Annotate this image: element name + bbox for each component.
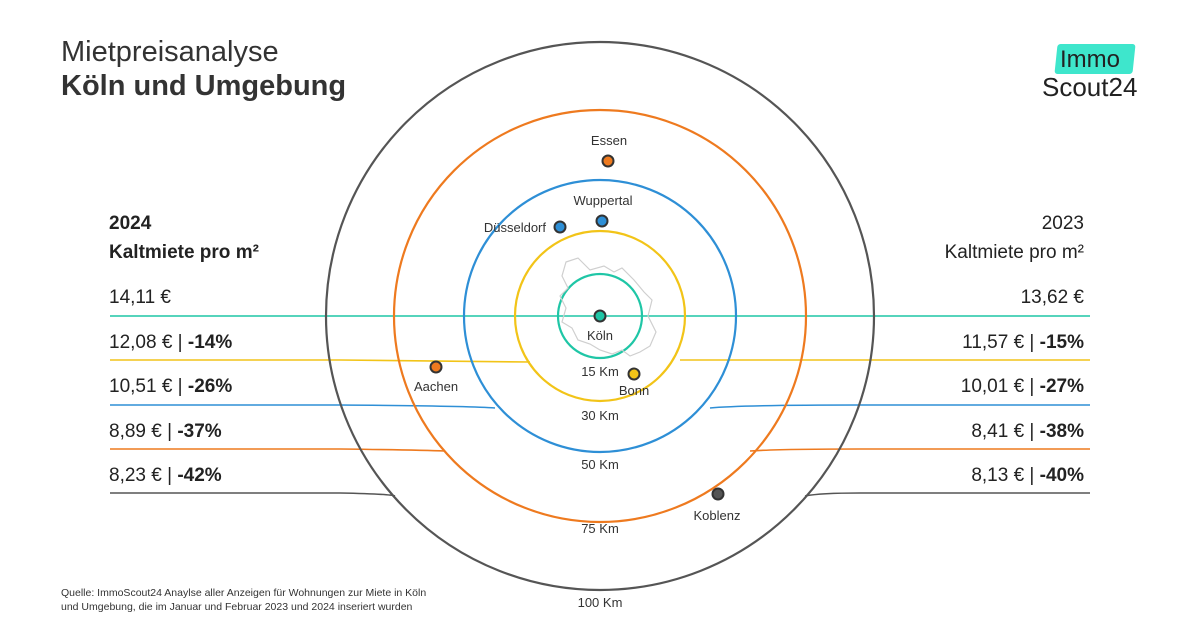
page-subtitle: Köln und Umgebung xyxy=(61,70,347,102)
ring-30km xyxy=(513,229,687,403)
city-duesseldorf-dot xyxy=(553,220,567,234)
ring-label-100km: 100 Km xyxy=(578,595,623,610)
left-price-75km: 8,23 € | xyxy=(109,465,178,486)
left-value-50km: 8,89 € | -37% xyxy=(109,421,222,443)
city-koblenz-label: Koblenz xyxy=(694,508,741,523)
left-price-koeln: 14,11 € xyxy=(109,287,171,308)
right-value-50km: 8,41 € | -38% xyxy=(784,421,1084,443)
city-wuppertal: Wuppertal xyxy=(573,193,633,228)
koeln-outline-shape xyxy=(559,257,657,357)
ring-label-30km: 30 Km xyxy=(581,408,619,423)
city-essen-label: Essen xyxy=(591,133,627,148)
city-wuppertal-dot xyxy=(595,214,609,228)
city-essen-dot xyxy=(601,154,615,168)
ring-100km xyxy=(324,40,876,592)
source-note: Quelle: ImmoScout24 Anaylse aller Anzeig… xyxy=(61,586,501,614)
logo-scout-text: Scout24 xyxy=(1042,72,1138,102)
left-price-15km: 12,08 € | xyxy=(109,332,188,353)
page-title: Mietpreisanalyse xyxy=(61,36,279,68)
ring-label-50km: 50 Km xyxy=(581,457,619,472)
city-koblenz: Koblenz xyxy=(694,487,741,523)
city-essen: Essen xyxy=(591,133,627,168)
right-pct-15km: -15% xyxy=(1039,332,1084,353)
left-value-75km: 8,23 € | -42% xyxy=(109,465,222,487)
right-price-15km: 11,57 € | xyxy=(962,332,1040,353)
city-markers: Köln Bonn Düsseldorf Wuppertal Aachen Es… xyxy=(414,133,741,523)
distance-rings xyxy=(324,40,876,592)
right-pct-30km: -27% xyxy=(1039,376,1084,397)
right-value-koeln: 13,62 € xyxy=(784,287,1084,309)
left-value-koeln: 14,11 € xyxy=(109,287,171,309)
price-lines xyxy=(110,315,1090,497)
left-value-30km: 10,51 € | -26% xyxy=(109,376,232,398)
price-line-30km xyxy=(110,404,1090,409)
city-aachen-label: Aachen xyxy=(414,379,458,394)
ring-label-15km: 15 Km xyxy=(581,364,619,379)
ring-15km xyxy=(556,272,644,360)
right-price-koeln: 13,62 € xyxy=(1020,287,1084,308)
city-koeln-label: Köln xyxy=(587,328,613,343)
ring-75km xyxy=(392,108,808,524)
left-pct-50km: -37% xyxy=(177,421,222,442)
city-bonn: Bonn xyxy=(619,367,649,398)
left-pct-30km: -26% xyxy=(187,376,233,397)
right-year-heading: 2023 xyxy=(1041,213,1084,234)
right-value-30km: 10,01 € | -27% xyxy=(784,376,1084,398)
city-duesseldorf: Düsseldorf xyxy=(484,220,567,235)
right-pct-75km: -40% xyxy=(1039,465,1084,486)
price-line-50km xyxy=(110,448,1090,452)
left-price-30km: 10,51 € | xyxy=(109,376,188,397)
right-value-75km: 8,13 € | -40% xyxy=(784,465,1084,487)
logo-immo-text: Immo xyxy=(1060,46,1120,73)
immoscout24-logo: Immo Scout24 xyxy=(1040,44,1150,104)
city-koeln-dot xyxy=(593,309,607,323)
right-price-30km: 10,01 € | xyxy=(960,376,1040,397)
source-line-2: und Umgebung, die im Januar und Februar … xyxy=(61,601,413,613)
ring-50km xyxy=(462,178,738,454)
ring-labels: 15 Km 30 Km 50 Km 75 Km 100 Km xyxy=(578,364,623,610)
right-price-75km: 8,13 € | xyxy=(971,465,1040,486)
city-wuppertal-label: Wuppertal xyxy=(573,193,632,208)
city-koeln: Köln xyxy=(587,309,613,343)
city-aachen-dot xyxy=(429,360,443,374)
left-pct-75km: -42% xyxy=(177,465,222,486)
left-value-15km: 12,08 € | -14% xyxy=(109,332,232,354)
right-subtitle-heading: Kaltmiete pro m² xyxy=(944,242,1084,263)
left-subtitle-heading: Kaltmiete pro m² xyxy=(109,242,259,263)
city-bonn-dot xyxy=(627,367,641,381)
left-pct-15km: -14% xyxy=(187,332,233,353)
left-year-heading: 2024 xyxy=(109,213,152,234)
right-price-50km: 8,41 € | xyxy=(971,421,1040,442)
right-pct-50km: -38% xyxy=(1039,421,1084,442)
city-duesseldorf-label: Düsseldorf xyxy=(484,220,547,235)
city-aachen: Aachen xyxy=(414,360,458,394)
right-value-15km: 11,57 € | -15% xyxy=(784,332,1084,354)
ring-label-75km: 75 Km xyxy=(581,521,619,536)
source-line-1: Quelle: ImmoScout24 Anaylse aller Anzeig… xyxy=(61,587,427,599)
price-line-15km xyxy=(110,359,1090,363)
city-bonn-label: Bonn xyxy=(619,383,649,398)
city-koblenz-dot xyxy=(711,487,725,501)
price-line-75km xyxy=(110,492,1090,497)
left-price-50km: 8,89 € | xyxy=(109,421,178,442)
